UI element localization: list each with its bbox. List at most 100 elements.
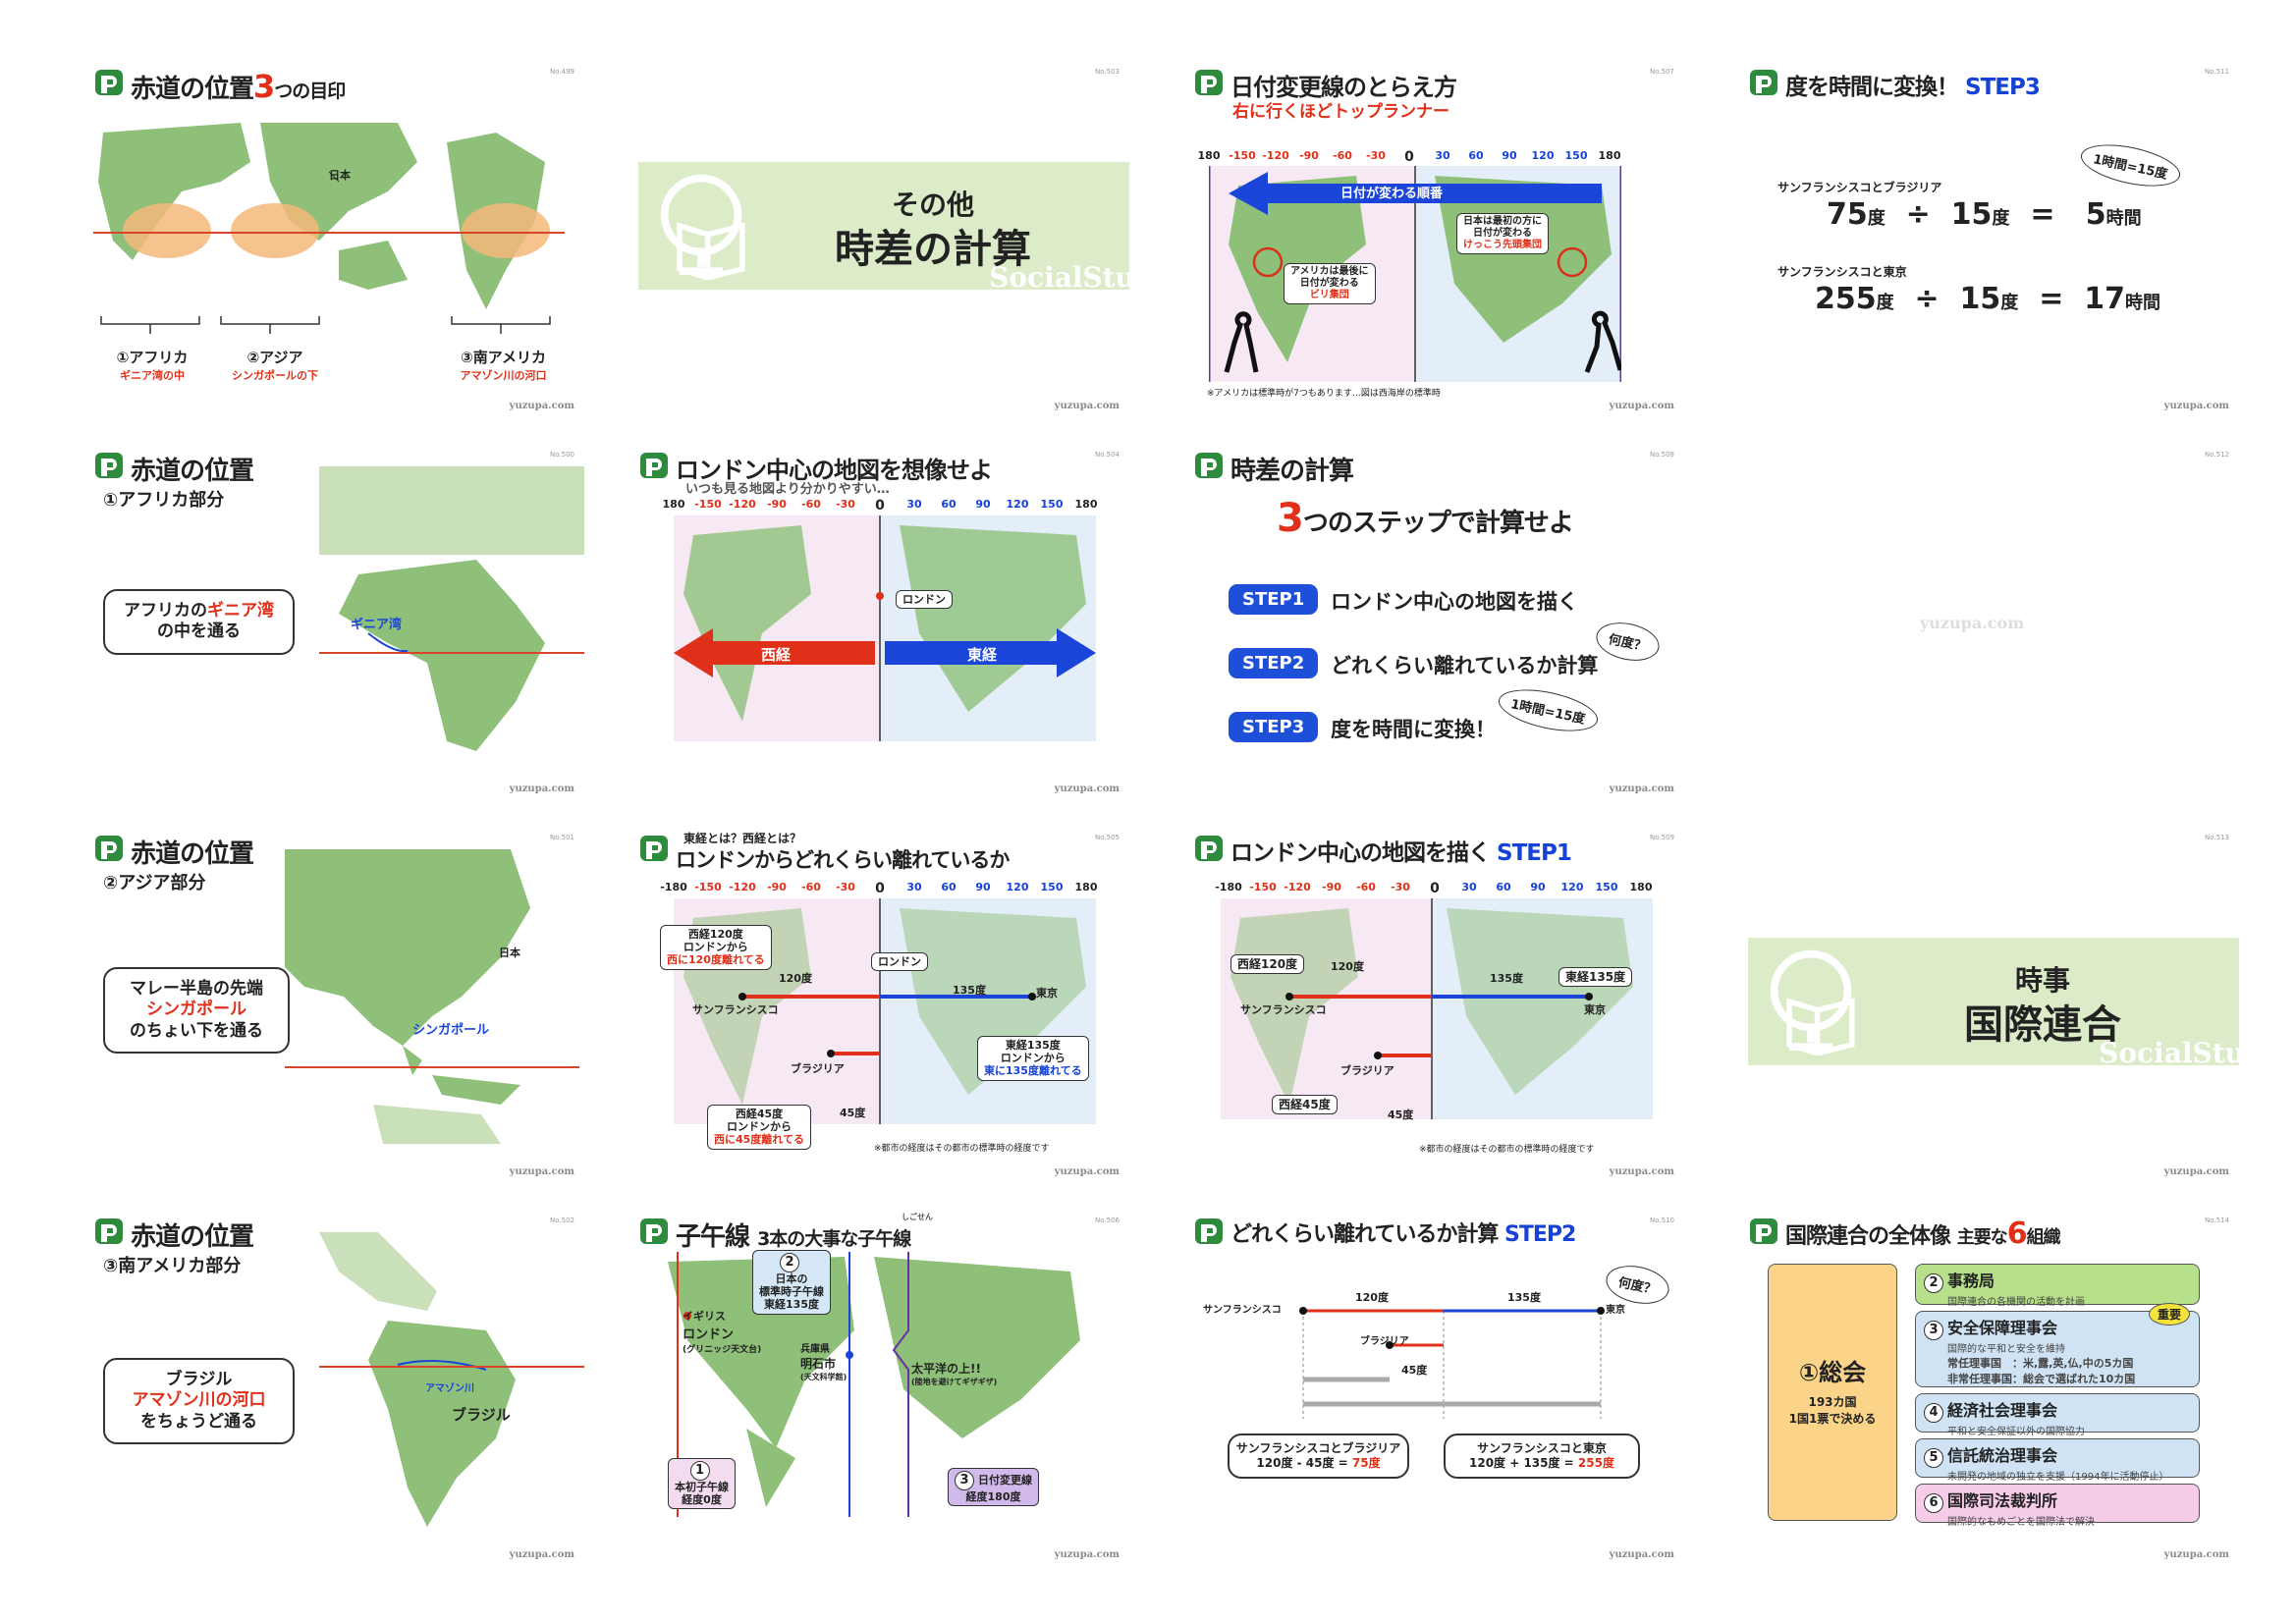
slide-number: No.512 [2205,451,2229,459]
slide-subtitle: いつも見る地図より分かりやすい… [685,482,890,497]
slide-number: No.500 [550,451,574,459]
slide-title: 日付変更線のとらえ方 [1230,74,1457,101]
slide-pretitle: 東経とは？西経とは？ [683,832,802,845]
distance-45-label: 45度 [1388,1109,1414,1121]
footer-site: yuzupa.com [1609,1549,1674,1560]
slide-number: No.503 [1095,68,1120,76]
speech-bubble: ブラジルアマゾン川の河口をちょうど通る [103,1358,295,1444]
step2-text: どれくらい離れているか計算 [1331,654,1599,677]
tokyo-label: 東京 [1584,1003,1606,1016]
rate-cloud: 1時間=15度 [2077,136,2184,194]
slide-equator-africa[interactable]: No.500 赤道の位置 ①アフリカ部分 ギニア湾 アフリカのギニア湾の中を通る… [93,447,584,800]
world-map [93,123,565,309]
site-logo-icon [1195,836,1223,861]
slide-section-time-difference[interactable]: No.503 その他 時差の計算 SocialStu yuzupa.com [638,64,1129,417]
west-120-tag: 西経120度 [1230,954,1305,975]
site-logo-icon [95,70,123,95]
west-45-tag: 西経45度 [1272,1095,1338,1115]
footer-site: yuzupa.com [1609,401,1674,411]
rate-cloud: 1時間=15度 [1495,681,1602,739]
slide-equator-three-marks[interactable]: No.499 赤道の位置3つの目印 日本 ①アフリカギニア湾の中 ②アジアシンガ… [93,64,584,417]
ruby-text: しごせん [902,1213,933,1221]
slide-number: No.509 [1650,834,1674,841]
slide-number: No.505 [1095,834,1120,841]
san-francisco-label: サンフランシスコ [1240,1003,1327,1016]
date-order-arrow-label: 日付が変わる順番 [1340,187,1444,201]
slide-un-overview[interactable]: No.514 国際連合の全体像 主要な6組織 ①総会 193カ国 1国1票で決め… [1748,1213,2239,1566]
distance-120-label: 120度 [1331,960,1364,973]
slide-london-centered-map[interactable]: No.504 ロンドン中心の地図を想像せよ いつも見る地図より分かりやすい… 1… [638,447,1129,800]
slide-title: ロンドン中心の地図を描く STEP1 [1230,840,1572,866]
slide-section-united-nations[interactable]: No.513 時事 国際連合 SocialStu yuzupa.com [1748,830,2239,1183]
footer-site: yuzupa.com [1054,1166,1120,1177]
degree-cloud: 何度？ [1592,617,1664,667]
slide-title: 国際連合の全体像 主要な6組織 [1785,1217,2061,1251]
section-banner: 時事 国際連合 SocialStu [1748,938,2239,1069]
watermark: yuzupa.com [1920,614,2025,632]
slide-equator-south-america[interactable]: No.502 赤道の位置 ③南アメリカ部分 アマゾン川 ブラジル ブラジルアマゾ… [93,1213,584,1566]
akashi-label: 兵庫県明石市(天文科学館) [800,1344,847,1381]
footer-site: yuzupa.com [509,1166,574,1177]
japan-label: 日本 [329,169,351,182]
slide-blank[interactable]: No.512 yuzupa.com [1748,447,2239,800]
slide-number: No.507 [1650,68,1674,76]
step3-text: 度を時間に変換！ [1331,718,1496,741]
pacific-label: 太平洋の上!!(陸地を避けてギザギザ) [911,1362,998,1386]
amazon-label: アマゾン川 [425,1383,474,1394]
slide-date-line[interactable]: No.507 日付変更線のとらえ方 右に行くほどトップランナー 180-150-… [1193,64,1684,417]
slide-calc-distance[interactable]: No.510 どれくらい離れているか計算 STEP2 何度？ サンフランシスコ … [1193,1213,1684,1566]
footer-site: yuzupa.com [509,784,574,794]
pair-label-2: サンフランシスコと東京 [1777,265,1907,279]
asia-map [285,849,579,1144]
steps-heading: 3つのステップで計算せよ [1277,496,1574,541]
speech-bubble: マレー半島の先端シンガポールのちょい下を通る [103,967,290,1054]
general-assembly-box: ①総会 193カ国 1国1票で決める [1768,1264,1897,1521]
callout-west-45: 西経45度ロンドンから西に45度離れてる [707,1105,811,1150]
speech-bubble: アフリカのギニア湾の中を通る [103,589,295,655]
footer-site: yuzupa.com [2163,1549,2229,1560]
caption-asia: ②アジアシンガポールの下 [232,349,318,382]
footer-site: yuzupa.com [1609,784,1674,794]
brasilia-label: ブラジリア [1340,1064,1394,1077]
slide-subtitle: ③南アメリカ部分 [103,1256,242,1276]
section-banner: その他 時差の計算 SocialStu [638,162,1129,294]
slide-title: 赤道の位置 [131,1222,254,1252]
globe-book-icon [1768,947,1876,1055]
globe-book-icon [658,172,766,280]
slide-number: No.508 [1650,451,1674,459]
equation-2: 255度 ÷ 15度 = 17時間 [1815,282,2160,316]
distance-diagram [1299,1307,1605,1419]
slide-title: 子午線 3本の大事な子午線 [676,1222,911,1252]
pair-label-1: サンフランシスコとブラジリア [1777,181,1942,194]
distance-135-label: 135度 [1507,1291,1541,1304]
london-tag: ロンドン [896,590,953,610]
slide-title: 赤道の位置 [131,457,254,486]
footer-site: yuzupa.com [1054,401,1120,411]
banner-title: 時差の計算 [835,227,1031,272]
tokyo-label: 東京 [1606,1305,1625,1316]
slide-title: 赤道の位置 [131,839,254,869]
east-label: 東経 [967,646,998,664]
slide-degree-to-hours[interactable]: No.511 度を時間に変換！ STEP3 1時間=15度 サンフランシスコとブ… [1748,64,2239,417]
slide-subtitle: 右に行くほどトップランナー [1232,102,1449,122]
london-map [674,515,1096,741]
brasilia-label: ブラジリア [1360,1336,1409,1347]
slide-equator-asia[interactable]: No.501 赤道の位置 ②アジア部分 日本 シンガポール マレー半島の先端シン… [93,830,584,1183]
slide-distance-from-london[interactable]: No.505 東経とは？西経とは？ ロンドンからどれくらい離れているか -180… [638,830,1129,1183]
slide-number: No.506 [1095,1217,1120,1224]
site-logo-icon [1195,70,1223,95]
distance-120-label: 120度 [779,972,812,985]
banner-subtitle: 時事 [2014,964,2070,997]
step1-pill: STEP1 [1229,584,1319,615]
slide-draw-london-map[interactable]: No.509 ロンドン中心の地図を描く STEP1 -180-150-120-9… [1193,830,1684,1183]
slide-three-steps[interactable]: No.508 時差の計算 3つのステップで計算せよ STEP1 ロンドン中心の地… [1193,447,1684,800]
footer-site: yuzupa.com [2163,401,2229,411]
brace-lines [100,316,551,334]
caption-south-america: ③南アメリカアマゾン川の河口 [460,349,547,382]
